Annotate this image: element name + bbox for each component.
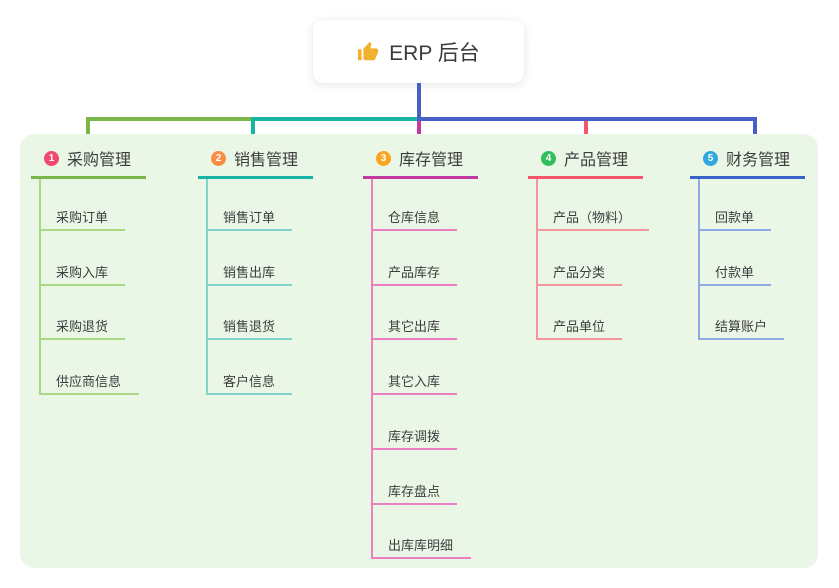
child-node-库存调拨[interactable]: 库存调拨	[388, 429, 441, 444]
thumbs-up-icon	[357, 41, 379, 63]
child-node-出库库明细[interactable]: 出库库明细	[388, 538, 454, 553]
child-node-采购订单[interactable]: 采购订单	[56, 210, 109, 225]
child-node-产品库存[interactable]: 产品库存	[388, 265, 441, 280]
branch-connector-horizontal	[86, 117, 253, 121]
child-node-underline	[206, 229, 292, 231]
child-node-其它入库[interactable]: 其它入库	[388, 374, 441, 389]
branch-label: 产品管理	[564, 152, 629, 169]
child-node-underline	[698, 284, 771, 286]
branch-children-rail	[206, 179, 208, 395]
root-node[interactable]: ERP 后台	[313, 20, 524, 83]
child-node-underline	[371, 393, 457, 395]
child-node-underline	[206, 284, 292, 286]
child-node-产品分类[interactable]: 产品分类	[553, 265, 606, 280]
child-node-采购入库[interactable]: 采购入库	[56, 265, 109, 280]
branch-title-underline	[198, 176, 313, 179]
branch-title-underline	[690, 176, 805, 179]
child-node-underline	[206, 393, 292, 395]
child-node-underline	[371, 229, 457, 231]
child-node-采购退货[interactable]: 采购退货	[56, 319, 109, 334]
branch-node-财务管理[interactable]: 5 财务管理	[703, 147, 790, 169]
branch-number-badge: 4	[541, 150, 556, 166]
child-node-underline	[371, 338, 457, 340]
child-node-其它出库[interactable]: 其它出库	[388, 319, 441, 334]
child-node-underline	[536, 229, 649, 231]
branch-title-underline	[363, 176, 478, 179]
branch-title-underline	[528, 176, 643, 179]
branch-label: 财务管理	[726, 152, 791, 169]
branch-children-rail	[536, 179, 538, 340]
branch-connector-drop	[86, 117, 90, 145]
child-node-underline	[371, 448, 457, 450]
branch-number-badge: 1	[44, 150, 59, 166]
root-title: ERP 后台	[389, 41, 480, 65]
branch-children-rail	[39, 179, 41, 395]
child-node-销售订单[interactable]: 销售订单	[223, 210, 276, 225]
branch-node-库存管理[interactable]: 3 库存管理	[376, 147, 463, 169]
branch-node-采购管理[interactable]: 1 采购管理	[44, 147, 131, 169]
child-node-underline	[371, 284, 457, 286]
thumbs-up-icon-path	[358, 41, 379, 60]
child-node-underline	[39, 229, 125, 231]
branch-node-销售管理[interactable]: 2 销售管理	[211, 147, 298, 169]
branch-connector-drop	[753, 117, 757, 145]
branch-children-rail	[371, 179, 373, 559]
branch-connector-drop	[417, 121, 421, 145]
branch-label: 库存管理	[399, 152, 464, 169]
branch-node-产品管理[interactable]: 4 产品管理	[541, 147, 628, 169]
branch-label: 销售管理	[234, 152, 299, 169]
mindmap-panel	[20, 134, 818, 568]
child-node-客户信息[interactable]: 客户信息	[223, 374, 276, 389]
child-node-underline	[536, 284, 622, 286]
child-node-供应商信息[interactable]: 供应商信息	[56, 374, 122, 389]
root-trunk-line	[417, 83, 421, 121]
child-node-underline	[536, 338, 622, 340]
branch-number-badge: 3	[376, 150, 391, 166]
branch-connector-drop	[584, 121, 588, 145]
child-node-销售出库[interactable]: 销售出库	[223, 265, 276, 280]
child-node-underline	[206, 338, 292, 340]
child-node-库存盘点[interactable]: 库存盘点	[388, 484, 441, 499]
child-node-underline	[371, 557, 471, 559]
child-node-underline	[39, 393, 139, 395]
branch-connector-horizontal	[251, 117, 421, 121]
child-node-underline	[39, 284, 125, 286]
child-node-结算账户[interactable]: 结算账户	[715, 319, 768, 334]
child-node-underline	[371, 503, 457, 505]
child-node-销售退货[interactable]: 销售退货	[223, 319, 276, 334]
child-node-付款单[interactable]: 付款单	[715, 265, 755, 280]
branch-number-badge: 2	[211, 150, 226, 166]
child-node-仓库信息[interactable]: 仓库信息	[388, 210, 441, 225]
branch-connector-horizontal	[417, 117, 757, 121]
branch-children-rail	[698, 179, 700, 340]
child-node-underline	[39, 338, 125, 340]
branch-label: 采购管理	[67, 152, 132, 169]
child-node-underline	[698, 229, 771, 231]
branch-number-badge: 5	[703, 150, 718, 166]
child-node-产品（物料）[interactable]: 产品（物料）	[553, 210, 632, 225]
branch-title-underline	[31, 176, 146, 179]
child-node-回款单[interactable]: 回款单	[715, 210, 755, 225]
child-node-underline	[698, 338, 784, 340]
branch-connector-drop	[251, 117, 255, 145]
child-node-产品单位[interactable]: 产品单位	[553, 319, 606, 334]
